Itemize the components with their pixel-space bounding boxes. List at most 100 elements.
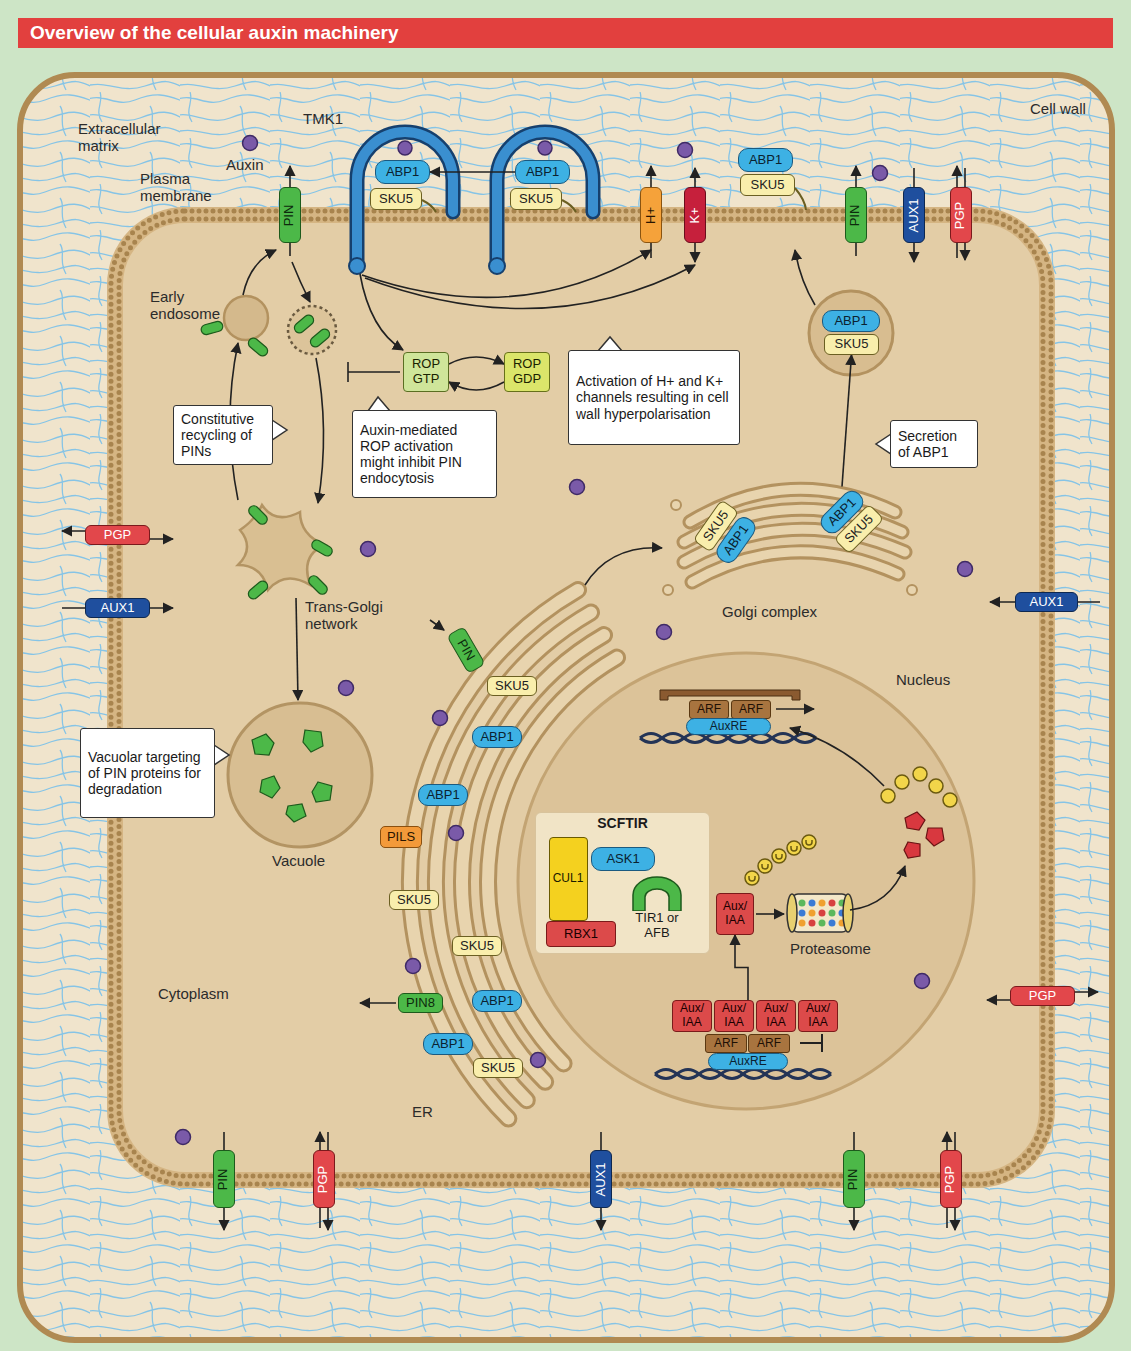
auxin-molecule <box>915 974 930 989</box>
node-label: ABP1 <box>386 165 419 180</box>
callout-box: Constitutive recycling of PINs <box>173 405 273 465</box>
pathway-arrows <box>348 362 400 382</box>
node-label: SKU5 <box>481 1061 515 1076</box>
annotation-label: TMK1 <box>303 110 343 127</box>
node-label: AuxRE <box>710 720 747 734</box>
pathway-arrows <box>756 913 784 915</box>
proteasome-figure <box>819 920 826 927</box>
ubiquitin-chain <box>745 835 816 885</box>
node-label: Aux/ IAA <box>802 1002 834 1030</box>
cell-wall <box>20 75 1112 1340</box>
annotation-text: Cytoplasm <box>158 985 229 1002</box>
pin-vesicle-cargo <box>246 336 269 358</box>
repressor-box: Aux/ IAA <box>756 1000 796 1032</box>
node-label: SKU5 <box>751 178 785 193</box>
callout-pointers <box>876 434 891 454</box>
ubiquitin-chain <box>745 871 759 885</box>
node-label: PGP <box>317 1165 332 1192</box>
gpi-anchors <box>422 200 436 212</box>
pin-vesicle-cargo <box>307 574 330 597</box>
proteasome-figure <box>809 920 816 927</box>
annotation-text: ER <box>412 1103 433 1120</box>
proteasome-figure <box>787 894 853 932</box>
transporter-box: PGP <box>85 525 150 545</box>
golgi-complex <box>671 500 681 510</box>
proteasome-figure <box>829 910 836 917</box>
annotation-label: Proteasome <box>790 940 871 957</box>
auxin-molecule <box>958 562 973 577</box>
node-label: AUX1 <box>101 601 135 616</box>
tmk1-receptor <box>349 258 365 274</box>
gpi-anchors <box>562 200 576 212</box>
callout-box: Activation of H+ and K+ channels resulti… <box>568 350 740 445</box>
transporter-box: PGP <box>940 1150 962 1208</box>
plasma-membrane <box>115 215 1047 1180</box>
protein-box: ASK1 <box>591 847 655 871</box>
connector <box>735 935 748 1000</box>
transporter-box: PIN <box>279 187 301 243</box>
dna-helix <box>655 1070 831 1079</box>
pin-vesicle-cargo <box>247 504 270 527</box>
node-label: Activation of H+ and K+ channels resulti… <box>576 373 732 421</box>
annotation-label: Extracellular matrix <box>78 120 183 155</box>
connector <box>430 171 515 173</box>
node-label: PIN8 <box>406 996 435 1011</box>
node-label: Nucleus <box>896 671 950 688</box>
ubiquitin-chain <box>758 859 772 873</box>
transporter-box: PILS <box>380 826 422 848</box>
node-label: CUL1 <box>553 872 584 886</box>
node-label: ROP GTP <box>407 357 445 387</box>
annotation-text: Golgi complex <box>722 603 817 620</box>
annotation-text: Extracellular matrix <box>78 120 183 155</box>
auxin-molecule <box>176 1130 191 1145</box>
protein-box: SKU5 <box>370 188 422 210</box>
receptor-box: TIR1 or AFB <box>627 873 687 947</box>
pathway-arrows <box>243 250 276 295</box>
protein-box: ABP1 <box>515 160 570 184</box>
connector <box>449 357 504 364</box>
proteasome-figure <box>829 900 836 907</box>
node-label: Secretion of ABP1 <box>898 428 970 460</box>
repressor-box: Aux/ IAA <box>672 1000 712 1032</box>
node-label: SKU5 <box>397 893 431 908</box>
endoplasmic-reticulum <box>436 613 591 1101</box>
repressor-box: Aux/ IAA <box>798 1000 838 1032</box>
tmk1-receptor <box>489 258 505 274</box>
tmk1-receptor <box>497 132 593 262</box>
auxin-molecule <box>406 959 421 974</box>
node-label: AuxRE <box>729 1055 766 1069</box>
auxin-molecule <box>678 143 693 158</box>
pin-vesicle-cargo <box>200 320 224 335</box>
annotation-label: Plasma membrane <box>140 170 220 205</box>
title-text: Overview of the cellular auxin machinery <box>30 18 399 48</box>
protein-box: CUL1 <box>549 837 588 921</box>
annotation-text: Trans-Golgi network <box>305 598 395 633</box>
plasma-membrane <box>115 215 1047 1180</box>
node-label: PIN <box>847 1168 862 1190</box>
protein-box: SKU5 <box>510 188 562 210</box>
pathway-arrows <box>430 620 444 630</box>
pathway-arrows <box>365 265 695 309</box>
cell-wall <box>20 75 1112 1340</box>
pathway-arrows <box>362 250 651 297</box>
protein-box: SKU5 <box>824 334 879 355</box>
node-label: ABP1 <box>834 314 867 329</box>
proteasome-figure <box>819 900 826 907</box>
auxin-molecule <box>339 681 354 696</box>
transporter-box: PGP <box>313 1150 335 1208</box>
golgi-complex <box>663 585 673 595</box>
node-label: ABP1 <box>426 788 459 803</box>
node-label: ARF <box>714 1037 738 1051</box>
plasma-membrane <box>119 219 1043 1176</box>
plasma-membrane <box>111 211 1051 1184</box>
transporter-box: AUX1 <box>590 1150 612 1208</box>
degraded-fragments <box>943 793 957 807</box>
complex-box: SCFTIRASK1CUL1TIR1 or AFBRBX1 <box>535 812 710 954</box>
node-label: PGP <box>944 1165 959 1192</box>
protein-box: ABP1 <box>472 990 522 1012</box>
auxin-molecule <box>176 136 973 1145</box>
endosomes <box>224 291 893 375</box>
pin-vesicle-cargo <box>292 313 315 335</box>
